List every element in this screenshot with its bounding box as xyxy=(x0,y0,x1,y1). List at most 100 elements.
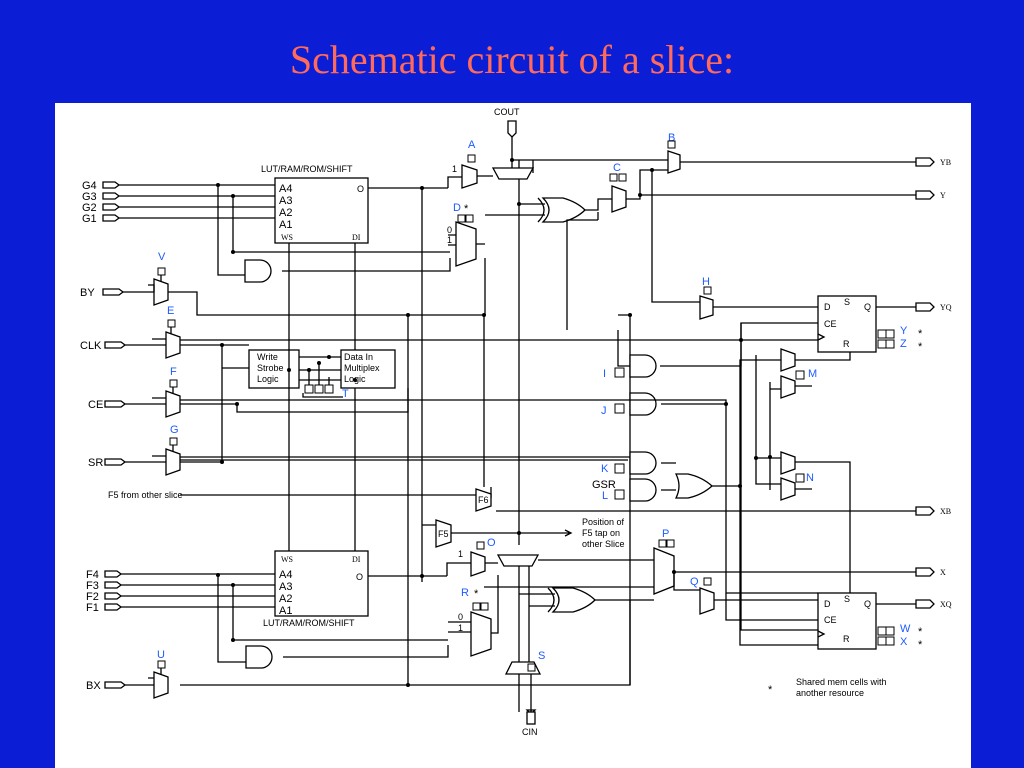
input-g4-label: G4 xyxy=(82,180,97,192)
data-in-mux-logic: Data In Multiplex Logic xyxy=(340,349,396,389)
mux-w-label: W xyxy=(900,623,911,635)
mux-o-label: O xyxy=(487,537,496,549)
and-gates xyxy=(244,259,657,669)
mux-o-sel: 1 xyxy=(458,549,463,559)
output-yb: YB xyxy=(940,158,951,167)
svg-text:S: S xyxy=(844,594,850,604)
svg-text:Logic: Logic xyxy=(257,374,279,384)
star-r: * xyxy=(474,588,479,600)
input-f2-label: F2 xyxy=(86,591,99,603)
lut-bottom-pin-a1: A1 xyxy=(279,605,292,617)
lut-bottom-pin-a2: A2 xyxy=(279,593,292,605)
output-xb: XB xyxy=(940,507,951,516)
mux-v-label: V xyxy=(158,251,166,263)
g-inputs: G4 G3 G2 G1 xyxy=(82,180,275,225)
input-g3-label: G3 xyxy=(82,191,97,203)
input-by-label: BY xyxy=(80,287,95,299)
mux-a-label: A xyxy=(468,139,476,151)
lut-bottom-pin-a3: A3 xyxy=(279,581,292,593)
mux-r-sel0: 0 xyxy=(458,612,463,622)
svg-text:CE: CE xyxy=(824,615,837,625)
mux-x-label: X xyxy=(900,636,908,648)
mux-p-label: P xyxy=(662,528,669,540)
lut-top-out: O xyxy=(357,184,364,194)
lut-bottom-out: O xyxy=(356,572,363,582)
output-y: Y xyxy=(940,191,946,200)
flipflop-top: D S Q CE R xyxy=(817,295,877,353)
input-muxes xyxy=(148,267,181,699)
mux-y-label: Y xyxy=(900,325,908,337)
f5-tap-note-1: Position of xyxy=(582,517,625,527)
svg-text:Data In: Data In xyxy=(344,352,373,362)
lut-top-pin-a2: A2 xyxy=(279,207,292,219)
bottom-muxes xyxy=(470,547,715,675)
side-pad-icons xyxy=(102,288,127,689)
star-d: * xyxy=(464,203,469,215)
f5-tap-note-2: F5 tap on xyxy=(582,528,620,538)
xor-bottom xyxy=(551,587,596,613)
gsr-label: GSR xyxy=(592,479,616,491)
star-z: * xyxy=(918,341,923,353)
mux-l-label: L xyxy=(602,490,608,502)
mux-b-label: B xyxy=(668,132,675,144)
lut-top-di: DI xyxy=(352,233,361,242)
f5-f6-muxes: F6 F5 xyxy=(435,488,492,548)
mux-j-label: J xyxy=(601,405,607,417)
lut-top-ws: WS xyxy=(281,233,293,242)
star-y: * xyxy=(918,328,923,340)
input-g1-label: G1 xyxy=(82,213,97,225)
mux-k-label: K xyxy=(601,463,609,475)
mux-i-label: I xyxy=(603,368,606,380)
mux-g-label: G xyxy=(170,424,179,436)
svg-text:CE: CE xyxy=(824,319,837,329)
f5-tap-note-3: other Slice xyxy=(582,539,625,549)
cin-label: CIN xyxy=(522,727,538,737)
lut-bottom: WS DI A4 A3 A2 A1 O LUT/RAM/ROM/SHIFT xyxy=(263,550,369,628)
input-g2-label: G2 xyxy=(82,202,97,214)
legend-line-2: another resource xyxy=(796,688,864,698)
write-strobe-logic: Write Strobe Logic xyxy=(248,349,300,389)
svg-text:R: R xyxy=(843,634,850,644)
lut-bottom-di: DI xyxy=(352,555,361,564)
flipflop-bottom: D S Q CE R xyxy=(817,592,877,650)
svg-text:Write: Write xyxy=(257,352,278,362)
mux-q-label: Q xyxy=(690,576,699,588)
legend-line-1: Shared mem cells with xyxy=(796,677,887,687)
lut-bottom-ws: WS xyxy=(281,555,293,564)
mux-t-label: T xyxy=(342,388,349,400)
mux-m-label: M xyxy=(808,368,817,380)
svg-text:S: S xyxy=(844,297,850,307)
mux-s-label: S xyxy=(538,650,545,662)
input-f3-label: F3 xyxy=(86,580,99,592)
mux-c-label: C xyxy=(613,162,621,174)
mux-f-label: F xyxy=(170,366,177,378)
lut-top-pin-a3: A3 xyxy=(279,195,292,207)
output-yq: YQ xyxy=(940,303,952,312)
lut-bottom-pin-a4: A4 xyxy=(279,569,292,581)
right-muxes xyxy=(780,348,796,501)
mux-u-label: U xyxy=(157,649,165,661)
mux-e-label: E xyxy=(167,305,174,317)
input-f1-label: F1 xyxy=(86,602,99,614)
mux-d-sel0: 0 xyxy=(447,225,452,235)
cout-port: COUT xyxy=(494,107,520,138)
output-xq: XQ xyxy=(940,600,952,609)
svg-text:Multiplex: Multiplex xyxy=(344,363,380,373)
top-muxes xyxy=(455,150,714,320)
svg-text:Q: Q xyxy=(864,599,871,609)
input-f4-label: F4 xyxy=(86,569,99,581)
schematic-panel: LUT/RAM/ROM/SHIFT A4 A3 A2 A1 O WS DI WS… xyxy=(55,103,971,768)
f5-label: F5 xyxy=(438,529,449,539)
input-clk-label: CLK xyxy=(80,340,102,352)
mux-r-label: R xyxy=(461,587,469,599)
slice-schematic: LUT/RAM/ROM/SHIFT A4 A3 A2 A1 O WS DI WS… xyxy=(80,107,952,737)
input-sr-label: SR xyxy=(88,457,103,469)
star-x: * xyxy=(918,639,923,651)
mux-d-label: D xyxy=(453,202,461,214)
lut-top-pin-a1: A1 xyxy=(279,219,292,231)
mux-d-sel1: 1 xyxy=(447,235,452,245)
f6-label: F6 xyxy=(478,495,489,505)
mux-a-sel: 1 xyxy=(452,164,457,174)
input-ce-label: CE xyxy=(88,399,103,411)
side-inputs: BY CLK CE SR BX xyxy=(80,287,152,692)
